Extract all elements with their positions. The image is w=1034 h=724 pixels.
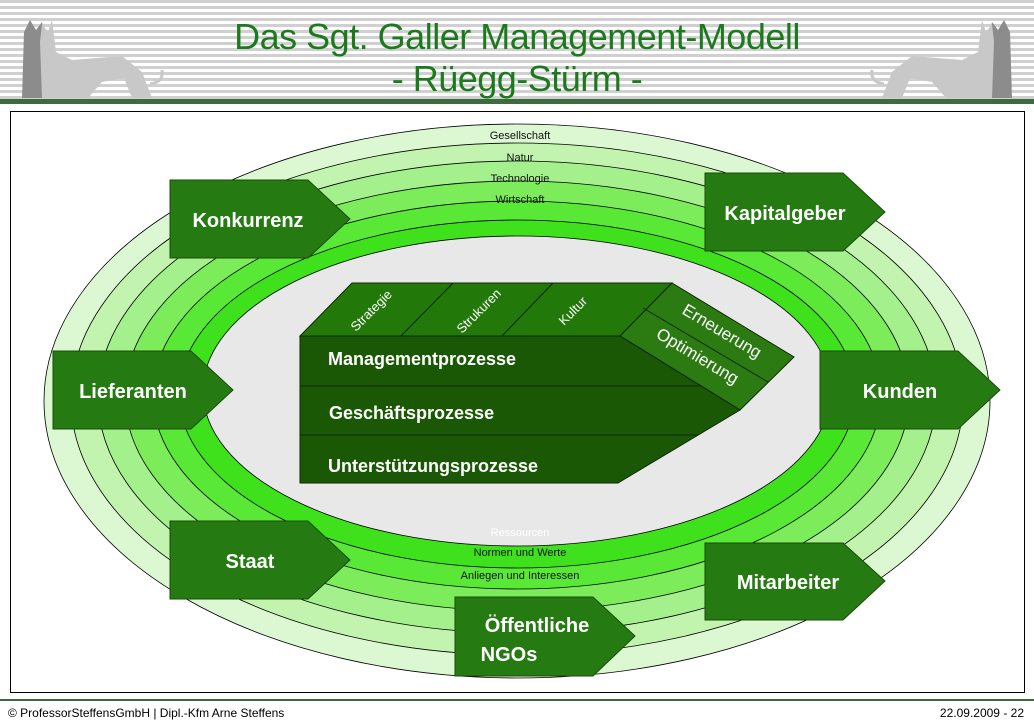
prozesse-face (299, 335, 741, 484)
arrow-konkurrenz (169, 179, 351, 259)
cats-right-icon (870, 20, 1012, 98)
footer-copyright: © ProfessorSteffensGmbH | Dipl.-Kfm Arne… (8, 706, 285, 720)
header-divider (0, 99, 1034, 104)
footer-divider (0, 699, 1034, 701)
ring-label-anliegen: Anliegen und Interessen (461, 570, 580, 582)
cats-left-icon (22, 20, 164, 98)
ring-label-ressourcen: Ressourcen (491, 527, 550, 539)
label-ngos-line1: Öffentliche (485, 614, 589, 637)
arrow-kapitalgeber (704, 172, 886, 252)
footer-date-page: 22.09.2009 - 22 (939, 706, 1024, 720)
label-kunden: Kunden (863, 381, 937, 403)
ring-label-natur: Natur (507, 152, 534, 164)
label-lieferanten: Lieferanten (79, 381, 187, 403)
label-kapitalgeber: Kapitalgeber (724, 203, 845, 225)
arrow-mitarbeiter (704, 542, 886, 621)
label-ngos-line2: NGOs (481, 644, 538, 666)
label-konkurrenz: Konkurrenz (192, 210, 303, 232)
arrow-lieferanten (52, 350, 234, 430)
process-block (298, 282, 795, 484)
ring-label-technologie: Technologie (491, 173, 550, 185)
slide-title: Das Sgt. Galler Management-Modell (234, 16, 800, 57)
arrow-kunden (819, 350, 1001, 430)
ring-label-gesellschaft: Gesellschaft (490, 130, 551, 142)
slide-header (0, 0, 1034, 100)
label-staat: Staat (226, 551, 275, 573)
arrow-staat (169, 520, 351, 600)
slide-subtitle: - Rüegg-Stürm - (391, 58, 643, 99)
arrow-ngos (454, 596, 636, 677)
label-geschaeftsprozesse: Geschäftsprozesse (329, 403, 494, 423)
label-managementprozesse: Managementprozesse (328, 349, 516, 369)
ring-label-wirtschaft: Wirtschaft (496, 194, 545, 206)
diagram-frame (10, 111, 1025, 693)
ring-label-normen: Normen und Werte (474, 547, 567, 559)
label-mitarbeiter: Mitarbeiter (737, 572, 839, 594)
label-unterstuetzungsprozesse: Unterstützungsprozesse (328, 456, 538, 476)
